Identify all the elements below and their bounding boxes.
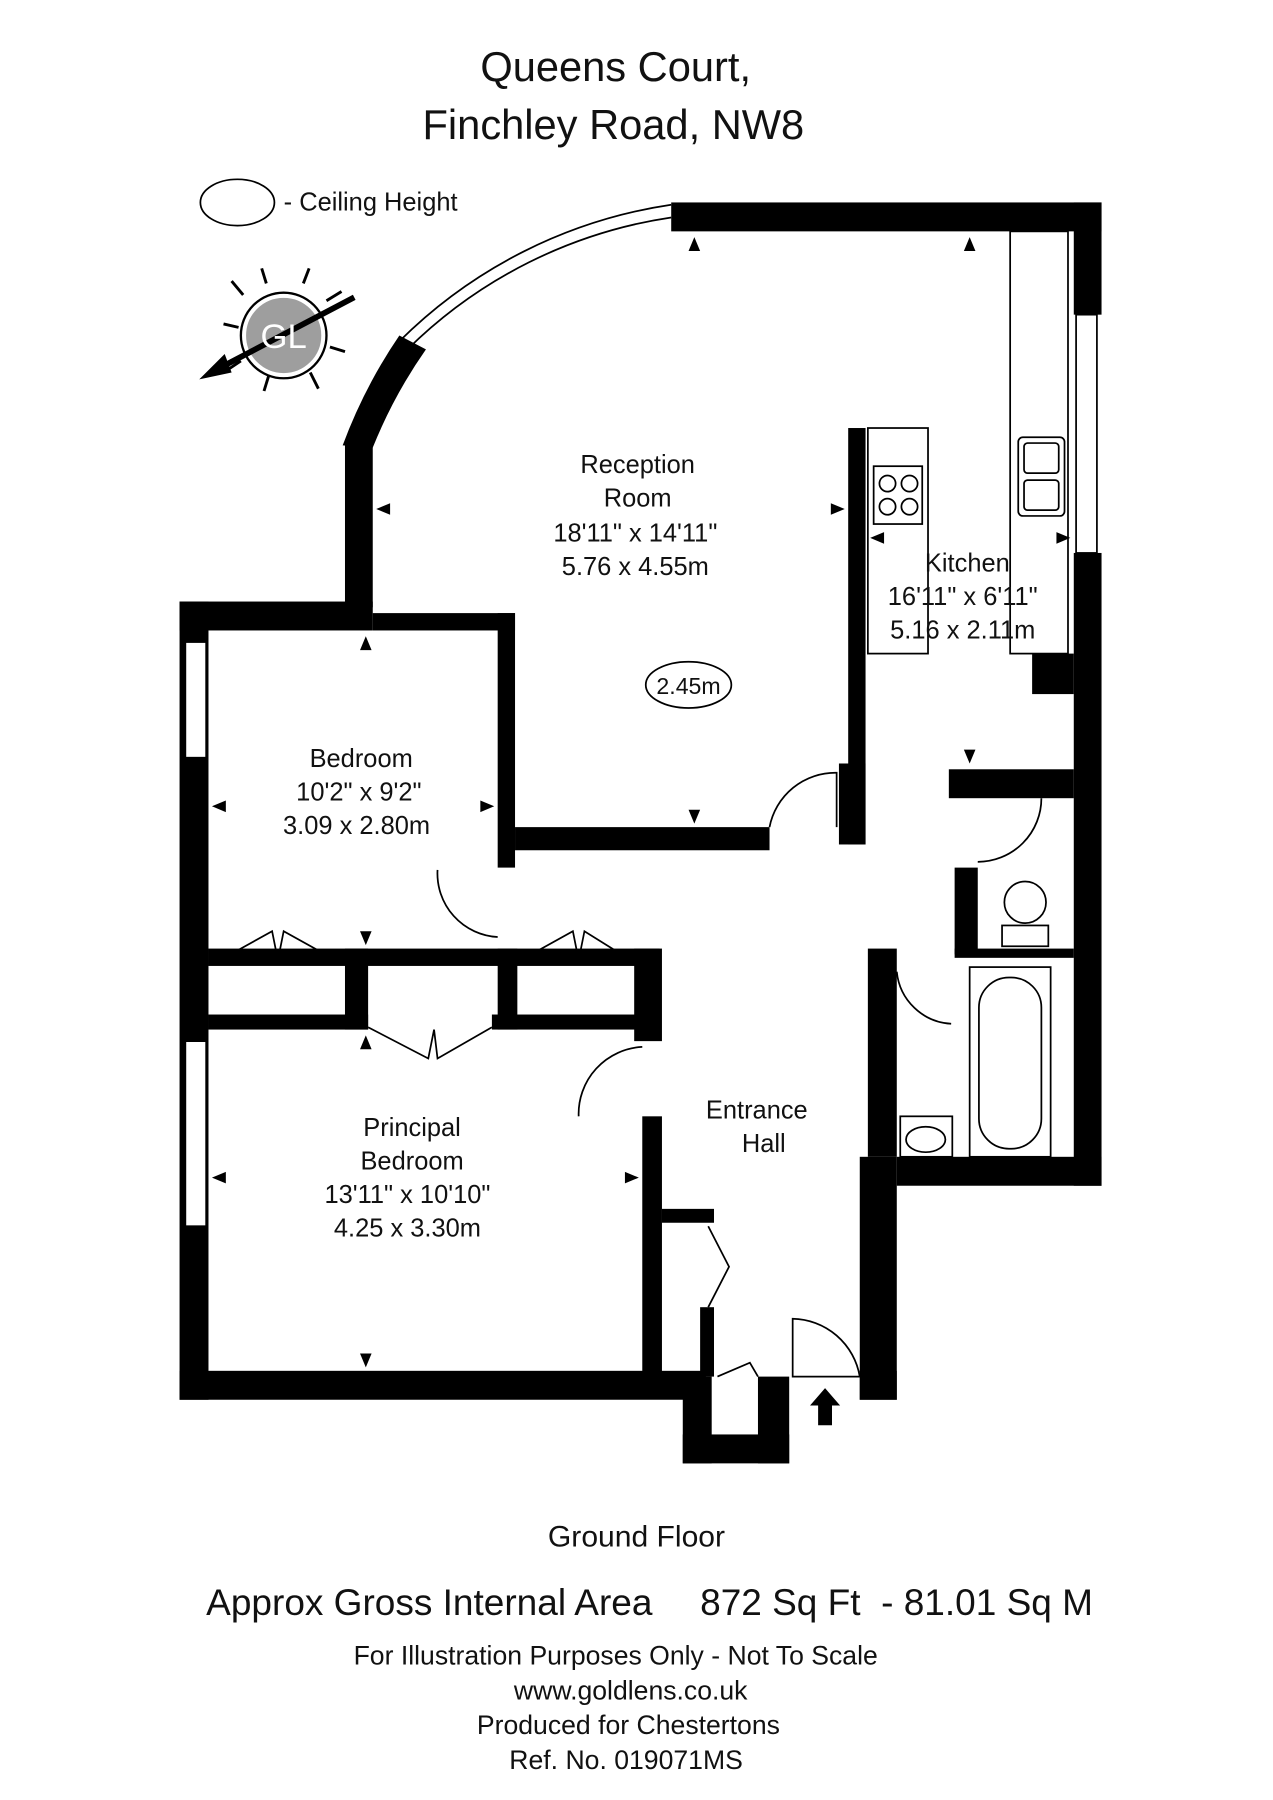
logo-text: GL	[261, 318, 307, 356]
bedroom-imperial: 10'2" x 9'2"	[296, 779, 421, 807]
reception-name-2: Room	[604, 485, 672, 513]
reception-name-1: Reception	[580, 451, 695, 479]
principal-name-2: Bedroom	[360, 1148, 463, 1176]
principal-metric: 4.25 x 3.30m	[334, 1215, 481, 1243]
hall-name-1: Entrance	[706, 1097, 808, 1125]
area-value: 872 Sq Ft - 81.01 Sq M	[700, 1581, 1093, 1623]
bedroom-metric: 3.09 x 2.80m	[283, 812, 430, 840]
principal-imperial: 13'11" x 10'10"	[324, 1181, 490, 1209]
entrance-arrow-icon	[810, 1388, 841, 1426]
title-line-2: Finchley Road, NW8	[423, 101, 805, 148]
produced-for: Produced for Chestertons	[477, 1710, 780, 1740]
compass-logo-icon: GL	[199, 267, 356, 392]
reception-metric: 5.76 x 4.55m	[562, 553, 709, 581]
kitchen-metric: 5.16 x 2.11m	[890, 617, 1035, 645]
disclaimer: For Illustration Purposes Only - Not To …	[354, 1641, 878, 1671]
area-label: Approx Gross Internal Area	[206, 1581, 653, 1623]
walls	[179, 202, 1102, 1464]
kitchen-name: Kitchen	[925, 549, 1010, 577]
hall-name-2: Hall	[742, 1130, 786, 1158]
principal-name-1: Principal	[363, 1114, 461, 1142]
doors	[219, 771, 1043, 1378]
ceiling-height-legend-icon	[199, 178, 276, 227]
fixtures	[866, 230, 1069, 1158]
bedroom-name: Bedroom	[310, 745, 413, 773]
reception-imperial: 18'11" x 14'11"	[553, 519, 717, 547]
dimension-markers	[211, 237, 1071, 1368]
kitchen-imperial: 16'11" x 6'11"	[888, 583, 1038, 611]
title-line-1: Queens Court,	[480, 43, 751, 90]
ceiling-height-legend-label: - Ceiling Height	[284, 189, 458, 217]
website: www.goldlens.co.uk	[513, 1675, 748, 1705]
reference-number: Ref. No. 019071MS	[509, 1745, 743, 1775]
reception-ceiling-height: 2.45m	[656, 673, 720, 699]
ceiling-height-marker	[644, 660, 733, 709]
floor-label: Ground Floor	[548, 1521, 725, 1554]
